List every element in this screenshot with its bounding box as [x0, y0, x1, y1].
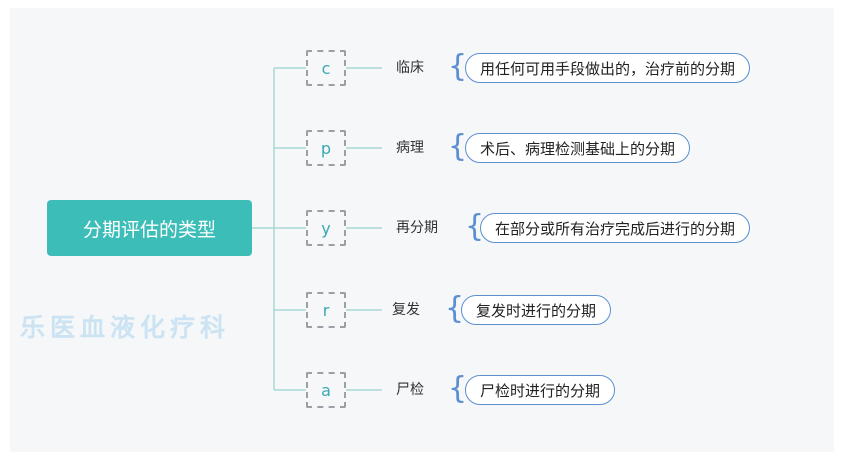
branch-label-p: 病理: [396, 140, 424, 156]
branch-label-c: 临床: [396, 60, 424, 76]
brace-icon: {: [448, 129, 468, 164]
desc-node-y[interactable]: 在部分或所有治疗完成后进行的分期: [480, 213, 751, 243]
desc-node-p[interactable]: 术后、病理检测基础上的分期: [465, 133, 691, 163]
code-node-r[interactable]: r: [306, 292, 346, 328]
code-node-p[interactable]: p: [306, 130, 346, 166]
brace-icon: {: [465, 209, 485, 244]
branch-label-y: 再分期: [396, 220, 438, 236]
branch-label-a: 尸检: [396, 382, 424, 398]
desc-node-c[interactable]: 用任何可用手段做出的，治疗前的分期: [465, 53, 751, 83]
brace-icon: {: [448, 371, 468, 406]
watermark-text: 乐医血液化疗科: [20, 313, 231, 342]
brace-icon: {: [445, 291, 465, 326]
desc-node-r[interactable]: 复发时进行的分期: [461, 295, 612, 325]
brace-icon: {: [448, 49, 468, 84]
code-node-y[interactable]: y: [306, 210, 346, 246]
code-node-c[interactable]: c: [306, 50, 346, 86]
root-node[interactable]: 分期评估的类型: [47, 200, 252, 256]
desc-node-a[interactable]: 尸检时进行的分期: [465, 375, 616, 405]
branch-label-r: 复发: [392, 302, 420, 318]
code-node-a[interactable]: a: [306, 372, 346, 408]
